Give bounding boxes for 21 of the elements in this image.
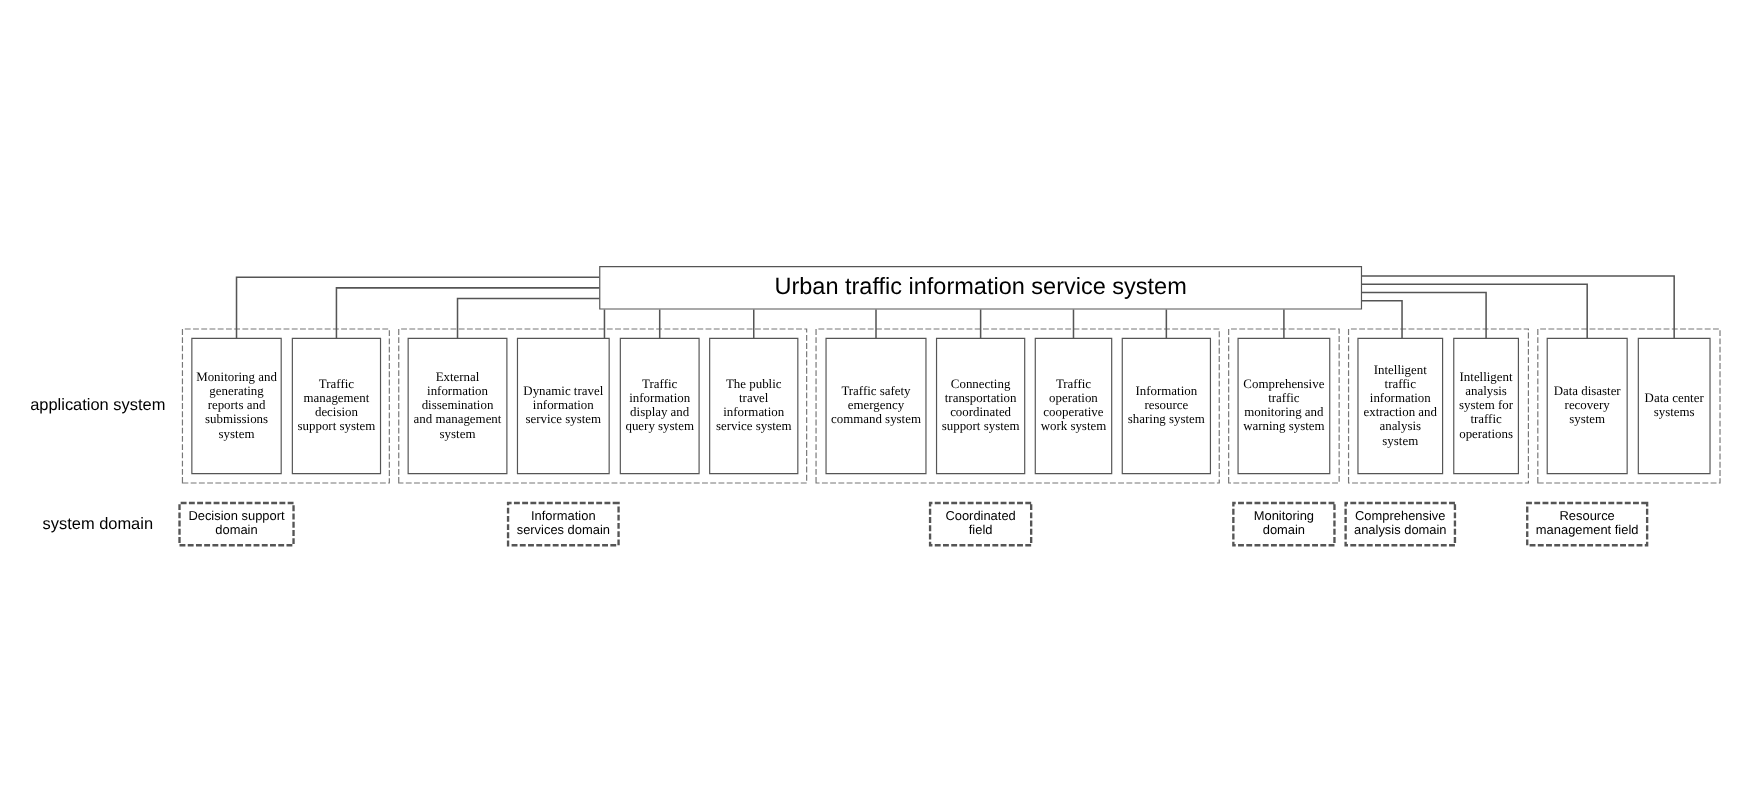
- cluster: [398, 328, 808, 484]
- node-box: Urban traffic information service system: [599, 266, 1363, 310]
- connector: [603, 308, 606, 339]
- connector: [1283, 308, 1285, 339]
- connector: [875, 308, 877, 339]
- cluster: [181, 328, 390, 484]
- connector: [753, 308, 755, 339]
- connector: [1361, 275, 1675, 340]
- connector: [235, 276, 601, 339]
- connector: [658, 308, 661, 339]
- cluster: [815, 328, 1220, 484]
- connector: [1361, 283, 1588, 340]
- connector: [456, 297, 601, 339]
- connector: [335, 287, 601, 340]
- cluster: [1537, 328, 1721, 484]
- cluster: [1347, 328, 1529, 484]
- connector: [1072, 308, 1075, 339]
- connector: [1361, 291, 1487, 340]
- connector: [979, 308, 982, 339]
- connector: [1165, 308, 1168, 339]
- connector: [1360, 300, 1403, 339]
